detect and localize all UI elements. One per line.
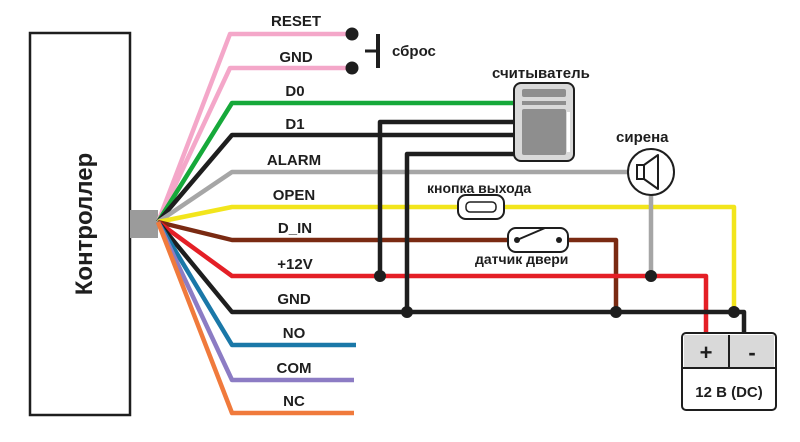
exit-button-icon-inner [465,201,497,213]
reader-power-wire [377,119,518,276]
wire-label-com: COM [277,360,312,377]
wire-gnd-reset [155,65,352,223]
wire-label-d1: D1 [285,116,304,133]
reset-button-label: сброс [392,43,436,60]
junction-dot [374,270,386,282]
controller-label: Контроллер [71,153,98,295]
siren-icon [627,148,675,196]
door-sensor-icon [507,227,569,253]
wire-nc [155,221,354,416]
reader-label: считыватель [492,65,590,82]
wire-no [156,220,356,348]
wire-label-no: NO [283,325,306,342]
reader-icon [513,82,575,162]
reset-button-symbol [345,27,380,75]
wire-label-gnd-reset: GND [279,49,313,66]
power-plus-label: + [700,340,713,365]
wire-label-alarm: ALARM [267,152,321,169]
wire-reset [155,31,352,223]
siren-label: сирена [616,129,669,146]
reader-ground-wire [404,151,518,312]
wire-label-12v: +12V [277,256,312,273]
wire-d1 [156,132,518,224]
wire-label-nc: NC [283,393,305,410]
wire-label-d-in: D_IN [278,220,312,237]
wire-com [155,221,354,383]
wire-label-open: OPEN [273,187,316,204]
junction-dot [728,306,740,318]
door-sensor-label: датчик двери [475,251,568,267]
wire-gnd [156,220,747,338]
connector-block [130,210,158,238]
junction-dot [645,270,657,282]
exit-button-label: кнопка выхода [427,180,531,196]
wire-open [157,204,737,312]
junction-dot [401,306,413,318]
wire-d0 [156,100,518,224]
wire-bundle [155,31,747,416]
power-minus-label: - [748,340,755,365]
power-supply [681,332,777,411]
controller-box [28,31,132,417]
power-supply-label: 12 В (DC) [695,384,763,401]
wire-12v [156,220,709,338]
wire-alarm [156,169,630,224]
wire-label-d0: D0 [285,83,304,100]
wire-label-gnd: GND [277,291,311,308]
junction-dot [610,306,622,318]
wire-label-reset: RESET [271,13,321,30]
